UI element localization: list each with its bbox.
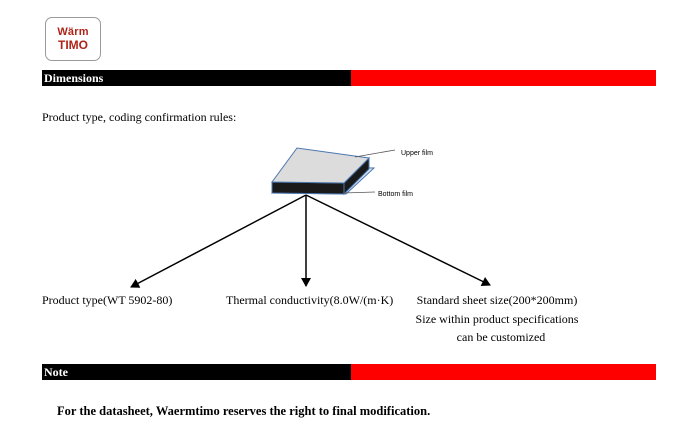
header-bar-red	[351, 70, 656, 86]
note-text: For the datasheet, Waermtimo reserves th…	[57, 404, 431, 418]
company-logo: Wärm TIMO	[45, 17, 101, 61]
size-spec-label: Size within product specifications	[415, 312, 579, 326]
core-front-side	[271, 181, 345, 195]
upper-film-label: Upper film	[401, 150, 433, 157]
sheet-size-label: Standard sheet size(200*200mm)	[416, 293, 578, 307]
note-bar-black	[42, 364, 351, 380]
arrow-to-product-type	[130, 194, 307, 288]
customized-label: can be customized	[456, 330, 546, 344]
intro-text: Product type, coding confirmation rules:	[42, 110, 237, 124]
bottom-film-leader	[342, 191, 376, 194]
logo-line-1: Wärm	[57, 26, 89, 38]
note-heading: Note	[44, 365, 68, 379]
note-bar-red	[351, 364, 656, 380]
logo-line-2: TIMO	[58, 38, 88, 52]
header-bar-black	[42, 70, 351, 86]
upper-film-leader	[354, 149, 396, 158]
arrow-to-sheet-size	[305, 194, 491, 286]
dimensions-header-bar: Dimensions	[42, 70, 656, 86]
bottom-film-label: Bottom film	[378, 191, 413, 198]
dimensions-heading: Dimensions	[44, 71, 104, 85]
upper-film-sheet	[271, 147, 371, 184]
product-type-label: Product type(WT 5902-80)	[42, 293, 173, 307]
thermal-conductivity-label: Thermal conductivity(8.0W/(m·K)	[226, 293, 394, 307]
note-header-bar: Note	[42, 364, 656, 380]
